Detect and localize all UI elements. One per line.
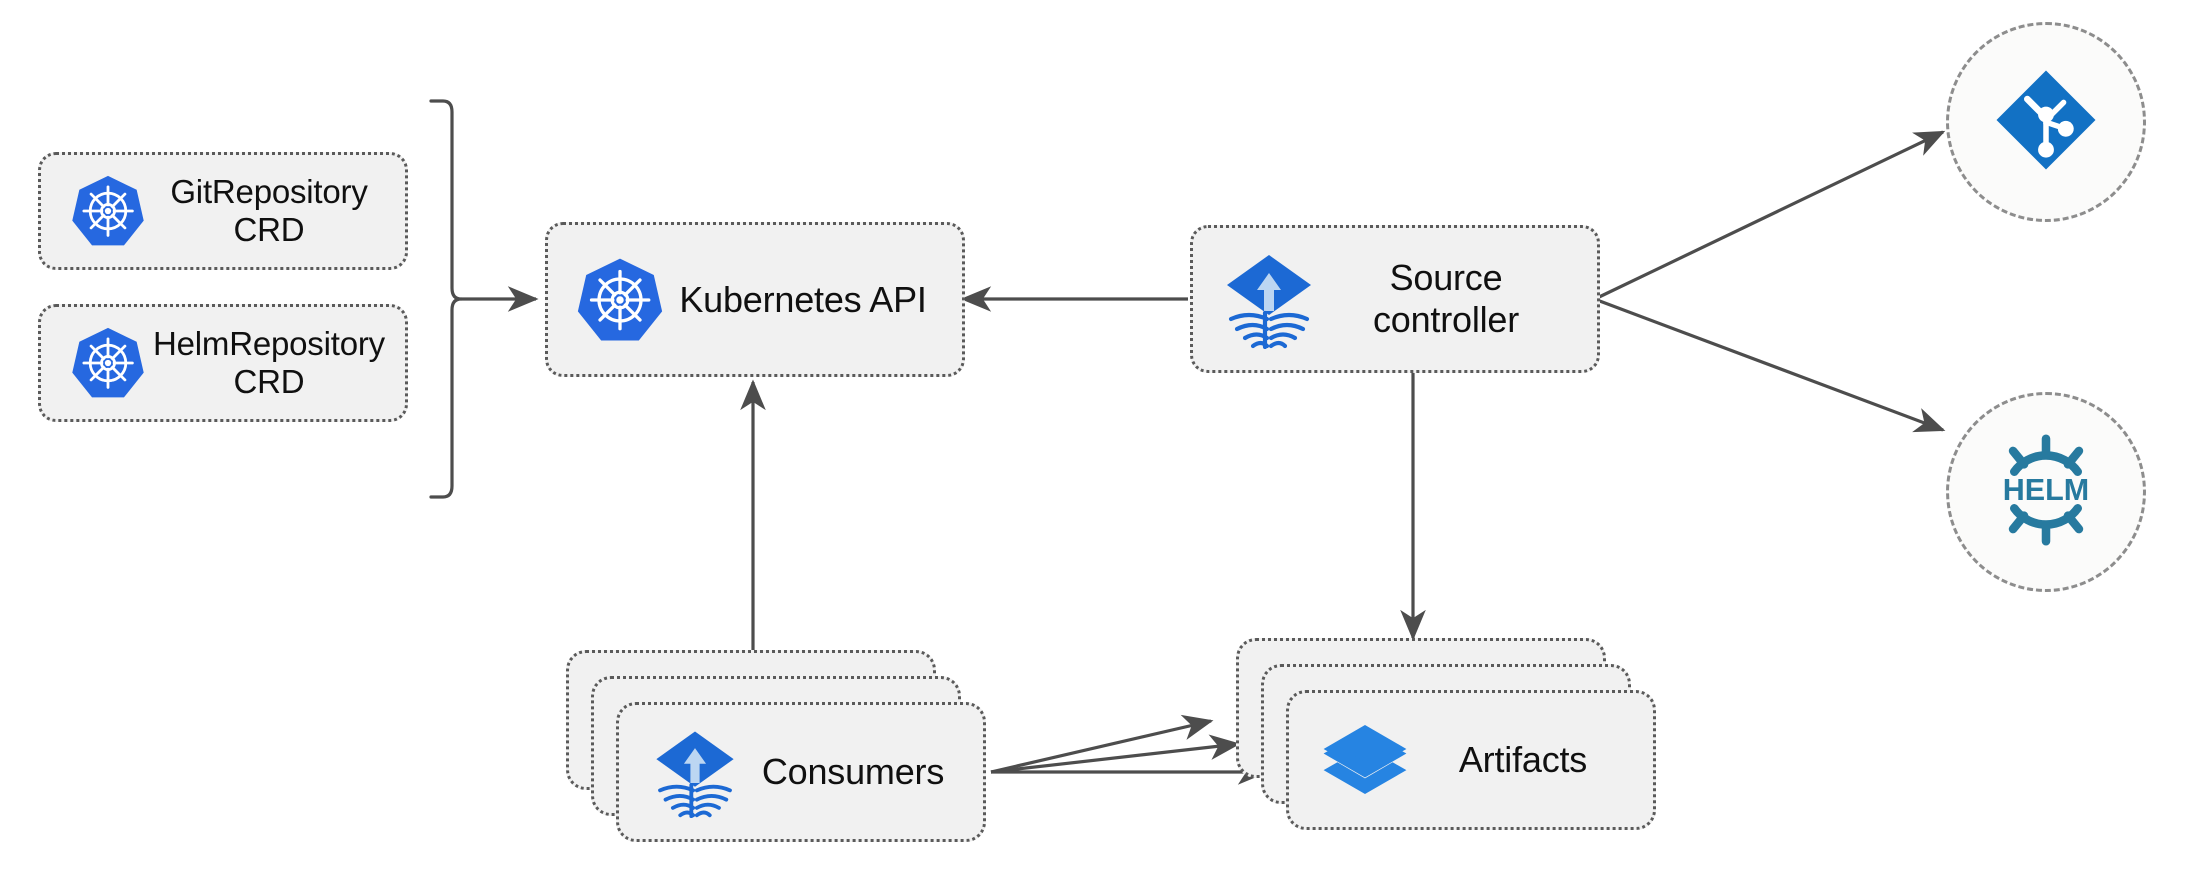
- layers-icon: [1319, 714, 1411, 806]
- node-label: Consumers: [761, 751, 945, 792]
- node-label: Kubernetes API: [679, 278, 927, 320]
- node-label: HelmRepository CRD: [153, 324, 385, 400]
- node-consumers-stack[interactable]: Consumers: [566, 650, 986, 855]
- node-git-endpoint[interactable]: [1946, 22, 2146, 222]
- node-artifacts-stack[interactable]: Artifacts: [1236, 638, 1656, 843]
- node-consumers[interactable]: Consumers: [616, 702, 986, 842]
- node-git-repository-crd[interactable]: GitRepository CRD: [38, 152, 408, 270]
- edge-source-controller-to-git: [1596, 130, 1946, 300]
- flux-icon: [1219, 249, 1319, 349]
- helm-icon: HELM: [1985, 429, 2107, 556]
- node-source-controller[interactable]: Source controller: [1190, 225, 1600, 373]
- kubernetes-icon: [69, 324, 147, 402]
- kubernetes-icon: [574, 254, 666, 346]
- helm-wordmark: HELM: [2003, 472, 2089, 506]
- node-artifacts[interactable]: Artifacts: [1286, 690, 1656, 830]
- node-kubernetes-api[interactable]: Kubernetes API: [545, 222, 965, 377]
- git-icon: [1991, 65, 2101, 180]
- node-label: Source controller: [1372, 257, 1520, 340]
- kubernetes-icon: [69, 172, 147, 250]
- edge-consumers-to-artifacts-top: [990, 714, 1214, 774]
- flux-icon: [649, 726, 741, 819]
- node-helm-endpoint[interactable]: HELM: [1946, 392, 2146, 592]
- edge-consumers-to-artifacts-middle: [990, 734, 1241, 774]
- crd-group-bracket: [429, 99, 463, 499]
- node-helm-repository-crd[interactable]: HelmRepository CRD: [38, 304, 408, 422]
- node-label: Artifacts: [1458, 739, 1588, 780]
- node-label: GitRepository CRD: [170, 172, 368, 248]
- edge-source-controller-to-helm: [1596, 298, 1946, 433]
